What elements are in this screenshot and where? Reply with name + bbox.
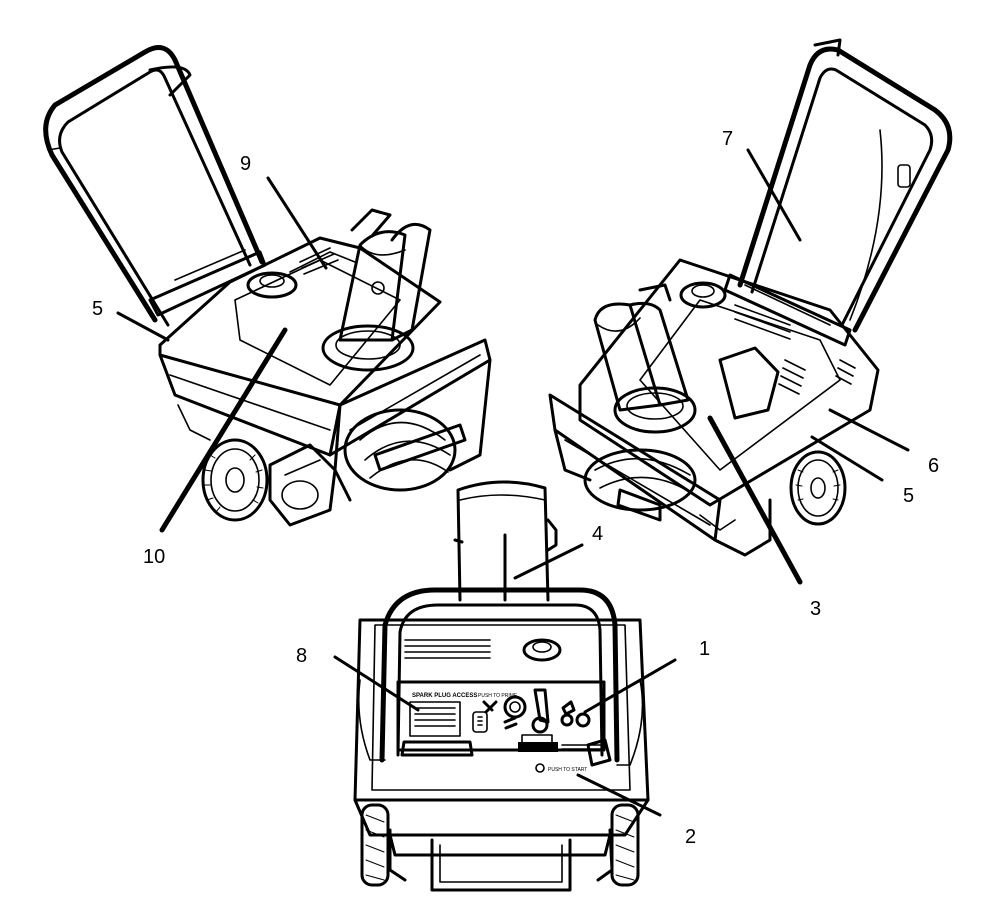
- leader-line-3: [707, 415, 803, 585]
- callout-labels: 1 2 3 4 5 5 6 7 8 9 10: [92, 128, 939, 848]
- callout-2: 2: [685, 826, 696, 848]
- callout-7: 7: [722, 128, 733, 150]
- callout-4: 4: [592, 523, 603, 545]
- push-to-prime-label: PUSH TO PRIME: [478, 693, 518, 699]
- snowblower-left-view: [43, 45, 492, 527]
- snowblower-rear-view: SPARK PLUG ACCESS PUSH TO PRIME CAUTION …: [353, 480, 650, 892]
- leader-line-7: [746, 148, 802, 242]
- callout-9: 9: [240, 153, 251, 175]
- leader-line-10: [159, 327, 288, 533]
- callout-5-left: 5: [92, 298, 103, 320]
- snowblower-right-view: [548, 38, 953, 557]
- leader-lines: [116, 148, 910, 817]
- leader-line-2: [576, 773, 662, 817]
- callout-1: 1: [699, 638, 710, 660]
- callout-6: 6: [928, 455, 939, 477]
- callout-10: 10: [143, 546, 165, 568]
- leader-line-4: [513, 543, 584, 580]
- leader-line-8: [333, 655, 420, 712]
- leader-line-5-right: [810, 435, 884, 482]
- caution-label: CAUTION: [527, 746, 554, 752]
- leader-line-5-left: [116, 311, 170, 342]
- callout-3: 3: [810, 598, 821, 620]
- leader-line-9: [266, 176, 328, 270]
- callout-8: 8: [296, 645, 307, 667]
- leader-line-1: [583, 658, 677, 714]
- leader-line-6: [828, 408, 910, 452]
- callout-5-right: 5: [903, 485, 914, 507]
- spark-plug-access-label: SPARK PLUG ACCESS: [412, 693, 477, 699]
- push-to-start-label: PUSH TO START: [548, 767, 587, 773]
